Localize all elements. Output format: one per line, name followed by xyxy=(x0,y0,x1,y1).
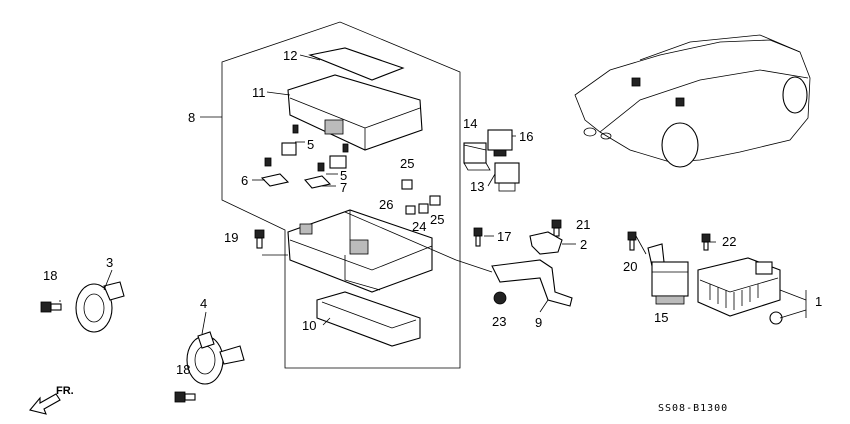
part-13-relay xyxy=(494,162,520,192)
callout-22: 22 xyxy=(722,234,736,249)
part-25-fuse-a xyxy=(401,179,413,190)
diagram-code: SS08-B1300 xyxy=(658,403,728,414)
part-20-bolt xyxy=(627,231,637,251)
leader-lines xyxy=(59,54,807,335)
callout-6: 6 xyxy=(241,173,248,188)
part-21-bolt xyxy=(551,219,562,237)
callout-5-lower: 5 xyxy=(340,168,347,183)
front-label: FR. xyxy=(56,385,74,397)
callout-25-a: 25 xyxy=(400,156,414,171)
part-15-relay xyxy=(647,243,689,305)
part-2-bracket xyxy=(529,231,563,255)
part-17-bolt xyxy=(473,227,483,247)
callout-19: 19 xyxy=(224,230,238,245)
callout-2: 2 xyxy=(580,237,587,252)
part-11-fuse-box-lid xyxy=(287,74,423,151)
part-23-nut xyxy=(493,291,507,305)
fuse-box-body xyxy=(287,209,433,293)
part-22-bolt xyxy=(701,233,711,251)
callout-3: 3 xyxy=(106,255,113,270)
callout-24: 24 xyxy=(412,219,426,234)
part-25-fuse-b xyxy=(429,195,441,206)
callout-25-b: 25 xyxy=(430,212,444,227)
part-18-bolt-a xyxy=(40,301,62,313)
callout-13: 13 xyxy=(470,179,484,194)
callout-23: 23 xyxy=(492,314,506,329)
callout-12: 12 xyxy=(283,48,297,63)
part-3-horn xyxy=(75,281,125,333)
callout-21: 21 xyxy=(576,217,590,232)
callout-16: 16 xyxy=(519,129,533,144)
callout-10: 10 xyxy=(302,318,316,333)
part-9-bracket xyxy=(491,259,573,307)
callout-9: 9 xyxy=(535,315,542,330)
part-5-clip-upper xyxy=(281,124,299,156)
part-12-label-sheet xyxy=(308,47,405,81)
callout-11: 11 xyxy=(252,85,266,100)
car-outline-illustration xyxy=(574,34,811,168)
callout-20: 20 xyxy=(623,259,637,274)
part-4-horn xyxy=(186,331,245,385)
callout-18-b: 18 xyxy=(176,362,190,377)
part-6-holder xyxy=(260,157,290,187)
part-10-lower-cover xyxy=(316,291,421,347)
callout-7: 7 xyxy=(340,180,347,195)
callout-1: 1 xyxy=(815,294,822,309)
callout-4: 4 xyxy=(200,296,207,311)
part-19-bolt xyxy=(254,229,265,249)
callout-8: 8 xyxy=(188,110,195,125)
part-16-relay xyxy=(487,129,513,157)
part-5-clip-lower xyxy=(329,143,349,169)
assembly-bracket-outline xyxy=(221,21,461,369)
front-direction-arrow: FR. xyxy=(29,385,74,415)
part-14-relay xyxy=(463,142,491,171)
callout-17: 17 xyxy=(497,229,511,244)
part-26-fuse xyxy=(405,205,416,215)
part-7-holder xyxy=(303,162,332,189)
callout-26: 26 xyxy=(379,197,393,212)
part-1-control-unit xyxy=(697,257,783,325)
part-24-fuse xyxy=(418,203,429,214)
part-18-bolt-b xyxy=(174,391,196,403)
callout-15: 15 xyxy=(654,310,668,325)
callout-14: 14 xyxy=(463,116,477,131)
callout-18-a: 18 xyxy=(43,268,57,283)
callout-5-upper: 5 xyxy=(307,137,314,152)
